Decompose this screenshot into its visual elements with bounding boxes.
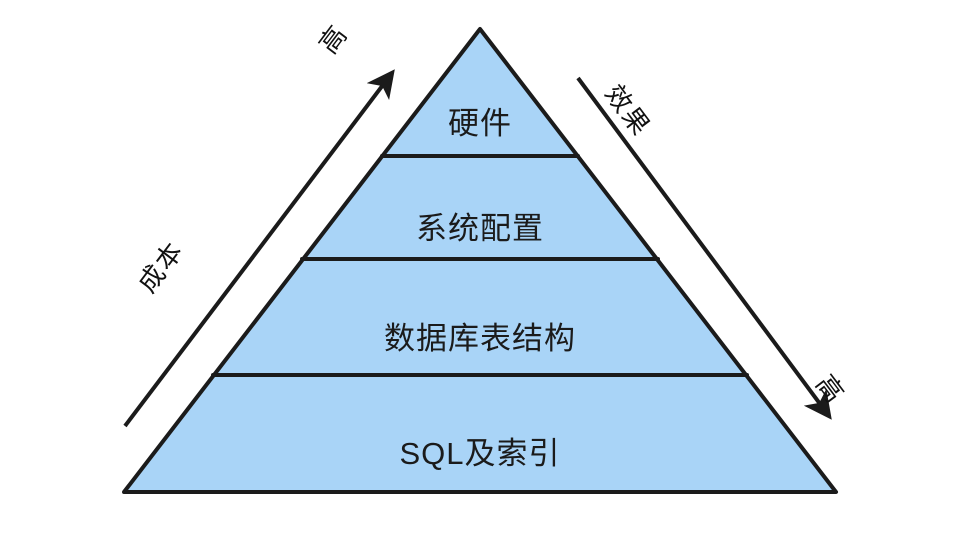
pyramid-layer-label-system-config: 系统配置 (416, 211, 544, 246)
pyramid-layer-label-hardware: 硬件 (448, 106, 512, 141)
pyramid-layer-label-sql-index: SQL及索引 (399, 436, 561, 471)
effect-axis-arrow (576, 76, 832, 420)
pyramid-layer-label-db-schema: 数据库表结构 (384, 321, 576, 356)
cost-axis-arrow (123, 69, 395, 428)
